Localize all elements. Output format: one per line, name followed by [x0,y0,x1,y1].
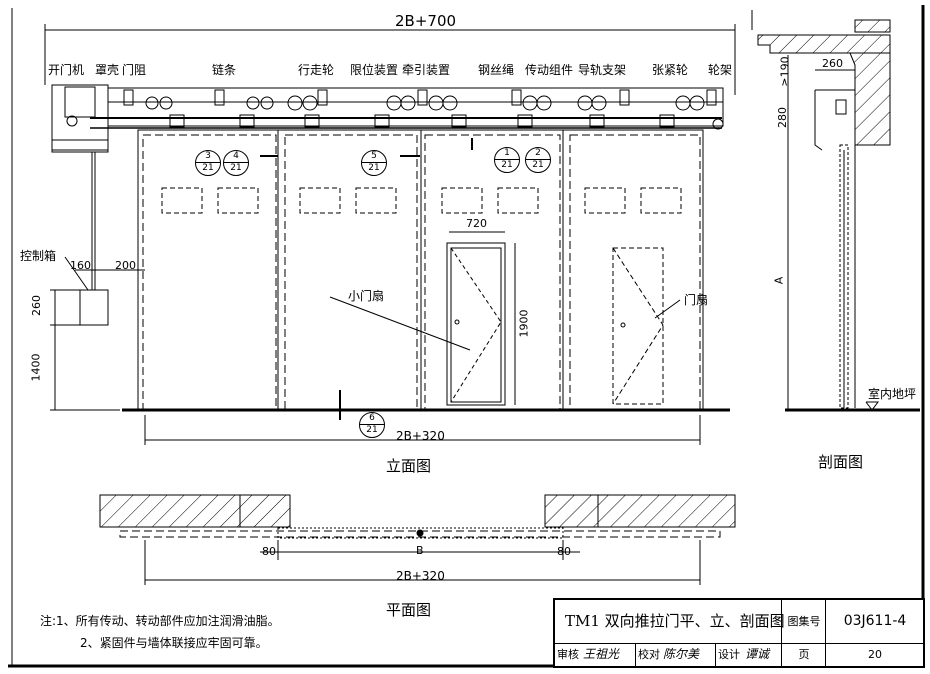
door-opener [51,84,109,290]
check-label: 校对 [638,648,660,661]
control-box-label: 控制箱 [20,249,57,263]
check-signature: 陈尔美 [663,647,700,661]
title-block: TM1 双向推拉门平、立、剖面图 图集号 03J611-4 审核 王祖光 校对 … [553,598,925,668]
bottom-dim: 2B+320 [396,429,445,443]
label-traction: 牵引装置 [402,63,451,77]
page-label: 页 [781,643,826,666]
atlas-label: 图集号 [781,600,826,643]
dim-720: 720 [466,217,487,230]
page-number: 20 [825,643,924,666]
dim-200: 200 [115,259,136,272]
label-wheel: 行走轮 [298,63,335,77]
section-caption: 剖面图 [818,453,864,471]
note-1: 注:1、所有传动、转动部件应加注润滑油脂。 [40,614,280,628]
plan-dim-mid: B [416,544,424,557]
label-stopper: 门阻 [122,63,147,77]
drawing-title: TM1 双向推拉门平、立、剖面图 [565,612,785,630]
review-signature: 王祖光 [583,647,620,661]
door-frames [137,129,704,411]
label-cover: 罩壳 [95,63,120,77]
plan-dim-right: 80 [557,545,571,558]
section-dim-280: 280 [776,107,789,128]
plan-caption: 平面图 [386,601,432,619]
design-label: 设计 [718,648,740,661]
label-limit: 限位装置 [350,63,399,77]
plan-view [99,494,736,585]
label-drive: 传动组件 [525,63,574,77]
design-signature: 谭诚 [745,647,770,661]
elevation-caption: 立面图 [386,457,432,475]
plan-dim-left: 80 [262,545,276,558]
small-door-label: 小门扇 [348,289,385,303]
windows [161,187,682,214]
label-tensioner: 张紧轮 [652,63,689,77]
small-door [446,242,506,406]
door-leaf-label: 门扇 [684,293,709,307]
label-wheel-frame: 轮架 [708,63,733,77]
control-box [79,289,109,326]
section-dim-260: 260 [822,57,843,70]
trolley-wheels [123,89,717,128]
dim-1900: 1900 [517,309,531,338]
dim-1400: 1400 [29,353,43,382]
dim-160: 160 [70,259,91,272]
note-2: 2、紧固件与墙体联接应牢固可靠。 [80,636,268,650]
overall-dim: 2B+700 [395,12,457,30]
section-dim-A: A [772,276,786,285]
dim-260: 260 [30,295,43,316]
label-rail-bracket: 导轨支架 [578,63,627,77]
label-opener: 开门机 [48,63,85,77]
section-dim-190: ≥190 [778,56,792,87]
label-wire: 钢丝绳 [478,63,515,77]
door-leaf-right [612,247,664,405]
review-label: 审核 [557,648,579,661]
section-view [757,19,920,412]
floor-label: 室内地坪 [868,387,917,401]
plan-dim-total: 2B+320 [396,569,445,583]
atlas-number: 03J611-4 [825,600,924,643]
label-chain: 链条 [212,63,237,77]
